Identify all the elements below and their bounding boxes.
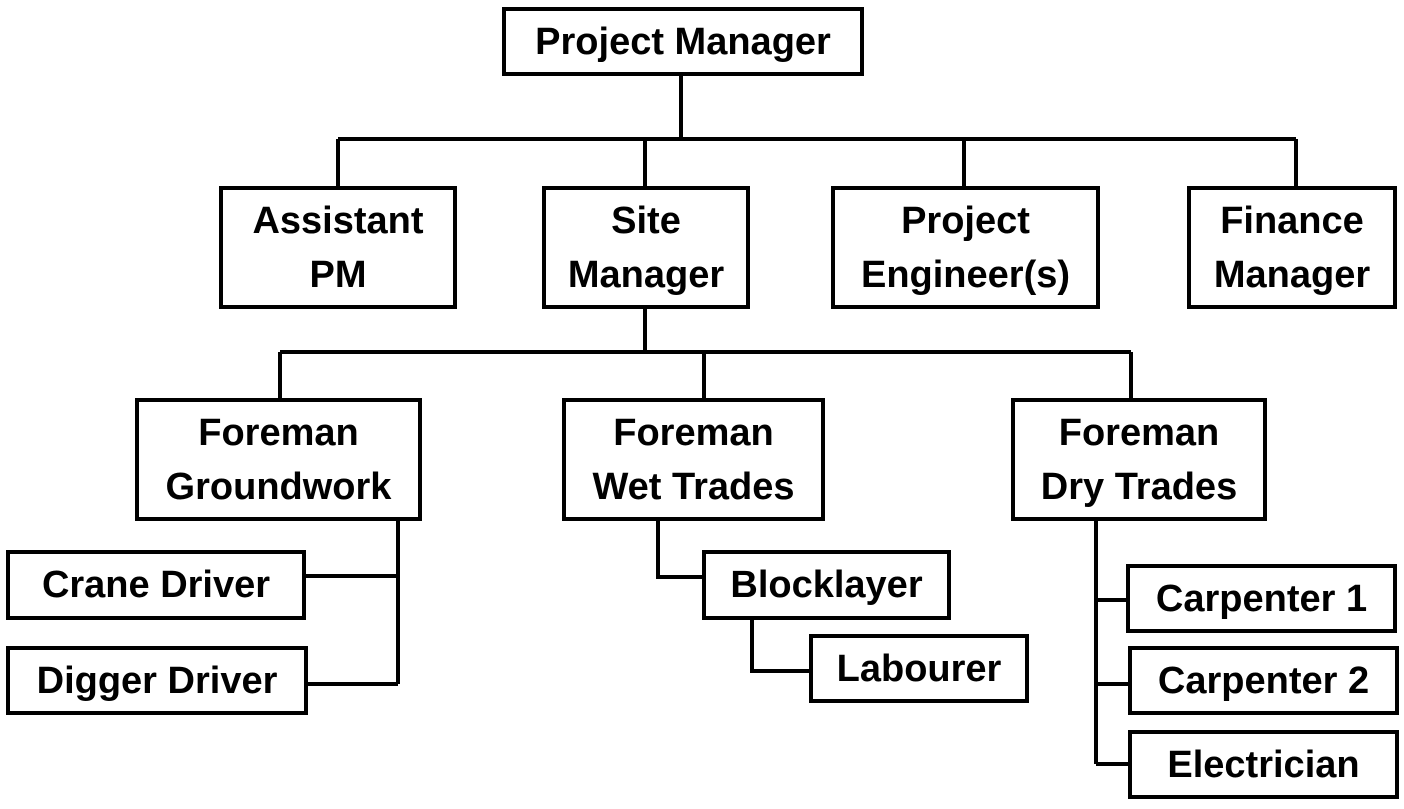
node-label: PM xyxy=(309,253,367,296)
node-carpenter-1: Carpenter 1 xyxy=(1126,564,1397,633)
node-foreman-wet-trades: Foreman Wet Trades xyxy=(562,398,825,521)
node-label: Crane Driver xyxy=(41,564,271,606)
node-label: Digger Driver xyxy=(36,659,278,702)
node-label: Finance xyxy=(1220,199,1364,242)
node-label: Carpenter 1 xyxy=(1155,577,1368,620)
node-label: Groundwork xyxy=(165,465,392,508)
node-labourer: Labourer xyxy=(809,634,1029,703)
node-label: Electrician xyxy=(1167,743,1360,786)
node-label: Foreman xyxy=(198,411,359,454)
node-project-engineers: Project Engineer(s) xyxy=(831,186,1100,309)
node-label: Dry Trades xyxy=(1040,465,1238,508)
node-label: Wet Trades xyxy=(592,465,795,508)
node-carpenter-2: Carpenter 2 xyxy=(1128,646,1399,715)
node-project-manager: Project Manager xyxy=(502,7,864,76)
node-label: Site xyxy=(611,199,681,242)
node-label: Assistant xyxy=(252,199,424,242)
node-label: Manager xyxy=(567,253,725,296)
connector-to-blocklayer xyxy=(656,521,702,579)
connector-to-labourer xyxy=(750,620,809,673)
node-label: Foreman xyxy=(1058,411,1220,454)
node-label: Blocklayer xyxy=(730,564,923,606)
node-blocklayer: Blocklayer xyxy=(702,550,951,620)
node-label: Engineer(s) xyxy=(860,253,1071,296)
node-foreman-groundwork: Foreman Groundwork xyxy=(135,398,422,521)
node-assistant-pm: Assistant PM xyxy=(219,186,457,309)
node-electrician: Electrician xyxy=(1128,730,1399,799)
node-label: Carpenter 2 xyxy=(1157,659,1370,702)
node-label: Manager xyxy=(1213,253,1371,296)
node-crane-driver: Crane Driver xyxy=(6,550,306,620)
node-label: Project xyxy=(901,199,1030,242)
node-foreman-dry-trades: Foreman Dry Trades xyxy=(1011,398,1267,521)
node-site-manager: Site Manager xyxy=(542,186,750,309)
node-finance-manager: Finance Manager xyxy=(1187,186,1397,309)
node-digger-driver: Digger Driver xyxy=(6,646,308,715)
node-label: Labourer xyxy=(836,647,1002,690)
node-label: Foreman xyxy=(613,411,774,454)
node-label: Project Manager xyxy=(535,20,831,63)
